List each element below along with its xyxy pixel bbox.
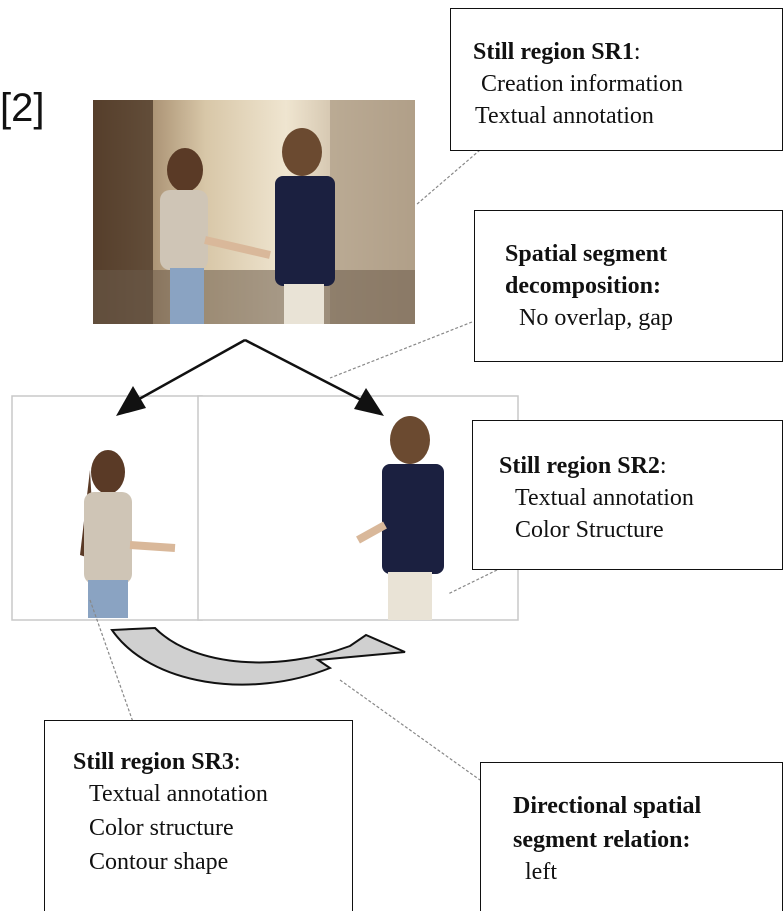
annotation-sr3: Still region SR3: Textual annotation Col…	[44, 720, 353, 911]
annotation-decomposition: Spatial segment decomposition: No overla…	[474, 210, 783, 362]
arrowhead-right	[354, 388, 384, 416]
arrowhead-left	[116, 386, 146, 416]
sr1-item-1: Creation information	[481, 71, 683, 97]
segment-sr3-photo	[11, 395, 203, 621]
sr1-item-2: Textual annotation	[475, 103, 654, 129]
original-photo	[93, 100, 415, 324]
curved-relation-arrow	[110, 626, 406, 686]
leader-lines	[89, 149, 498, 781]
sr1-title: Still region SR1	[473, 39, 634, 65]
annotation-relation: Directional spatial segment relation: le…	[480, 762, 783, 911]
decomposition-title-2: decomposition:	[505, 273, 661, 299]
annotation-sr1: Still region SR1: Creation information T…	[450, 8, 783, 151]
sr2-title: Still region SR2	[499, 453, 660, 479]
sr2-colon: :	[659, 453, 667, 479]
decomposition-item-1: No overlap, gap	[519, 305, 673, 331]
sr3-item-3: Contour shape	[89, 849, 229, 875]
sr1-colon: :	[633, 39, 641, 65]
relation-title-2: segment relation:	[513, 827, 691, 853]
decomposition-title-1: Spatial segment	[505, 241, 667, 267]
segment-sr2-photo	[197, 395, 519, 621]
sr2-item-2: Color Structure	[515, 517, 664, 543]
relation-item-1: left	[525, 859, 557, 885]
relation-title-1: Directional spatial	[513, 793, 702, 819]
reference-marker: [2]	[0, 86, 45, 130]
annotation-sr2: Still region SR2: Textual annotation Col…	[472, 420, 783, 570]
sr3-colon: :	[233, 749, 241, 775]
sr2-item-1: Textual annotation	[515, 485, 694, 511]
sr3-title: Still region SR3	[73, 749, 234, 775]
sr3-item-2: Color structure	[89, 815, 234, 841]
decomposition-arrows	[131, 338, 368, 405]
sr3-item-1: Textual annotation	[89, 781, 268, 807]
